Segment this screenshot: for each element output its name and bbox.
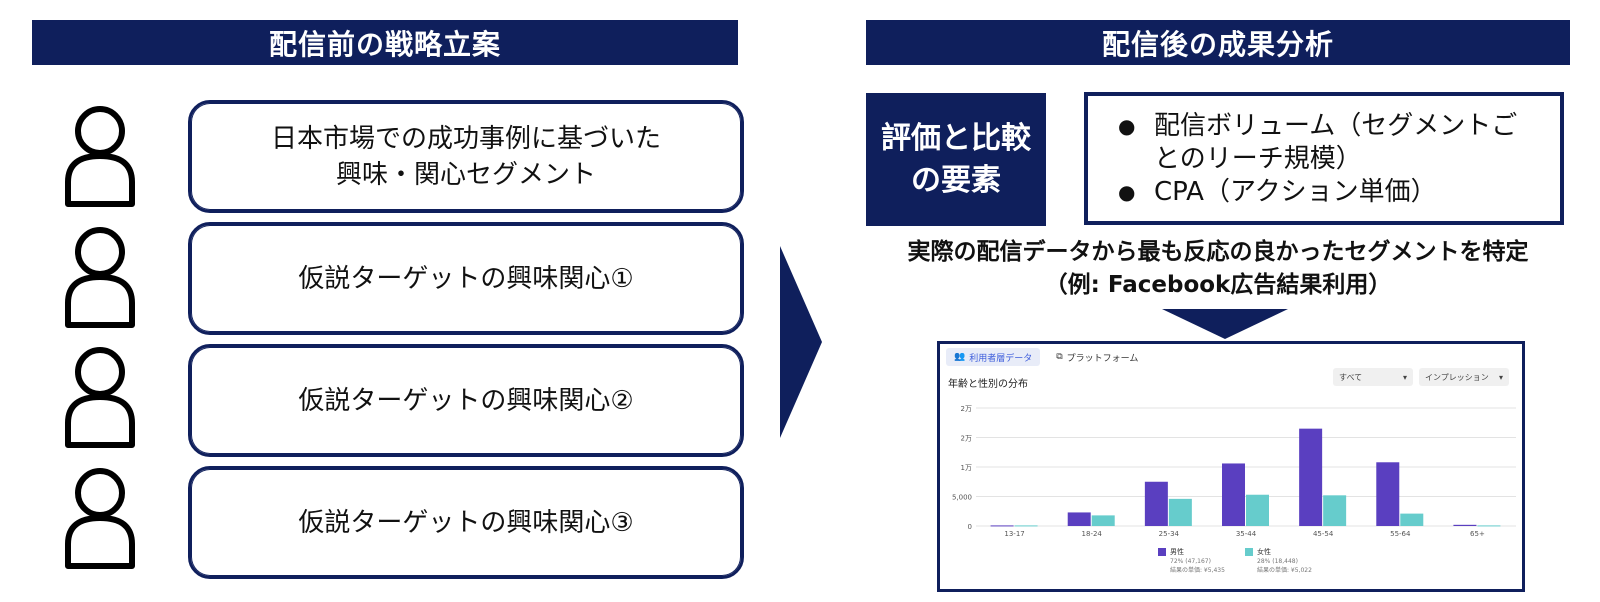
bar-male [1144, 481, 1168, 526]
bar-female [1400, 513, 1424, 526]
bar-female [1323, 495, 1347, 526]
segment-box: 仮説ターゲットの興味関心② [188, 344, 744, 457]
person-icon [62, 225, 138, 329]
chart-title: 年齢と性別の分布 [948, 379, 1028, 390]
bar-male [1453, 524, 1477, 526]
tab-label: プラットフォーム [1066, 353, 1139, 364]
x-tick-label: 35-44 [1236, 530, 1257, 538]
y-tick-label: 1万 [961, 464, 972, 472]
evaluation-label-text: 評価と比較 の要素 [881, 120, 1031, 198]
tab-label: 利用者層データ [969, 353, 1033, 364]
bar-female [1246, 494, 1269, 526]
x-tick-label: 18-24 [1082, 530, 1103, 538]
legend-swatch [1245, 548, 1253, 556]
bar-male [1299, 428, 1323, 526]
evaluation-list: 配信ボリューム（セグメントご とのリーチ規模） CPA（アクション単価） [1118, 110, 1542, 209]
people-icon: 👥 [954, 352, 966, 362]
metric-dropdown[interactable]: インプレッション ▾ [1419, 368, 1509, 386]
tab-demographics[interactable]: 👥 利用者層データ [946, 348, 1041, 366]
down-arrow-icon [1162, 309, 1288, 339]
copy-icon: ⧉ [1056, 352, 1063, 362]
segment-label: 日本市場での成功事例に基づいた 興味・関心セグメント [270, 123, 661, 190]
bar-male [1376, 462, 1400, 526]
segment-box: 仮説ターゲットの興味関心③ [188, 466, 744, 579]
bar-female [1168, 498, 1192, 526]
legend-detail: 28% (18,448) [1257, 558, 1298, 565]
legend-label: 男性 [1170, 548, 1184, 556]
bar-male [1222, 463, 1245, 526]
person-icon [62, 466, 138, 570]
bar-female [1014, 525, 1038, 527]
legend-detail: 結果の単価: ¥5,435 [1170, 567, 1225, 574]
legend-swatch [1158, 548, 1166, 556]
segment-box: 仮説ターゲットの興味関心① [188, 222, 744, 335]
y-tick-label: 0 [968, 523, 972, 531]
caption-line: 実際の配信データから最も反応の良かったセグメントを特定 [907, 239, 1529, 265]
segment-label: 仮説ターゲットの興味関心② [298, 385, 634, 416]
analysis-caption: 実際の配信データから最も反応の良かったセグメントを特定 （例: Facebook… [866, 236, 1570, 302]
x-tick-label: 13-17 [1004, 530, 1024, 538]
segment-label: 仮説ターゲットの興味関心① [298, 263, 634, 294]
person-icon [62, 345, 138, 449]
dropdown-value: すべて [1339, 372, 1363, 382]
legend-label: 女性 [1257, 548, 1271, 556]
legend-detail: 結果の単価: ¥5,022 [1257, 567, 1312, 574]
dropdown-value: インプレッション [1425, 372, 1489, 382]
person-icon [62, 104, 138, 208]
legend-male: 男性 72% (47,167) 結果の単価: ¥5,435 [1158, 548, 1225, 575]
segment-box: 日本市場での成功事例に基づいた 興味・関心セグメント [188, 100, 744, 213]
caret-down-icon: ▾ [1498, 372, 1503, 382]
x-tick-label: 45-54 [1313, 530, 1334, 538]
y-tick-label: 2万 [961, 435, 972, 443]
bar-female [1091, 515, 1115, 526]
evaluation-criteria-box: 配信ボリューム（セグメントご とのリーチ規模） CPA（アクション単価） [1084, 92, 1564, 225]
y-tick-label: 5,000 [952, 494, 972, 502]
evaluation-item: CPA（アクション単価） [1118, 176, 1542, 209]
tab-platform[interactable]: ⧉ プラットフォーム [1048, 348, 1146, 366]
x-tick-label: 55-64 [1390, 530, 1411, 538]
segment-label: 仮説ターゲットの興味関心③ [298, 507, 634, 538]
bar-female [1477, 525, 1501, 527]
legend-detail: 72% (47,167) [1170, 558, 1211, 565]
bar-male [990, 525, 1014, 527]
y-tick-label: 2万 [961, 405, 972, 413]
caption-line: （例: Facebook広告結果利用） [1044, 272, 1392, 298]
age-gender-bar-chart: 0 5,000 1万 2万 2万 13-17 18-24 25-34 35-44 45-54 55-… [952, 405, 1516, 538]
demographics-screenshot: 👥 利用者層データ ⧉ プラットフォーム 年齢と性別の分布 すべて ▾ インプレ… [937, 341, 1525, 592]
caret-down-icon: ▾ [1402, 372, 1407, 382]
left-section-header: 配信前の戦略立案 [32, 20, 738, 65]
evaluation-label: 評価と比較 の要素 [866, 93, 1046, 226]
x-tick-label: 65+ [1470, 530, 1485, 538]
tab-bar: 👥 利用者層データ ⧉ プラットフォーム [946, 348, 1146, 368]
bar-male [1067, 512, 1091, 526]
filter-dropdown[interactable]: すべて ▾ [1333, 368, 1413, 386]
flow-arrow-icon [780, 246, 822, 438]
right-section-header: 配信後の成果分析 [866, 20, 1570, 65]
legend-female: 女性 28% (18,448) 結果の単価: ¥5,022 [1245, 548, 1312, 575]
evaluation-item: 配信ボリューム（セグメントご とのリーチ規模） [1118, 110, 1542, 176]
x-tick-label: 25-34 [1159, 530, 1180, 538]
